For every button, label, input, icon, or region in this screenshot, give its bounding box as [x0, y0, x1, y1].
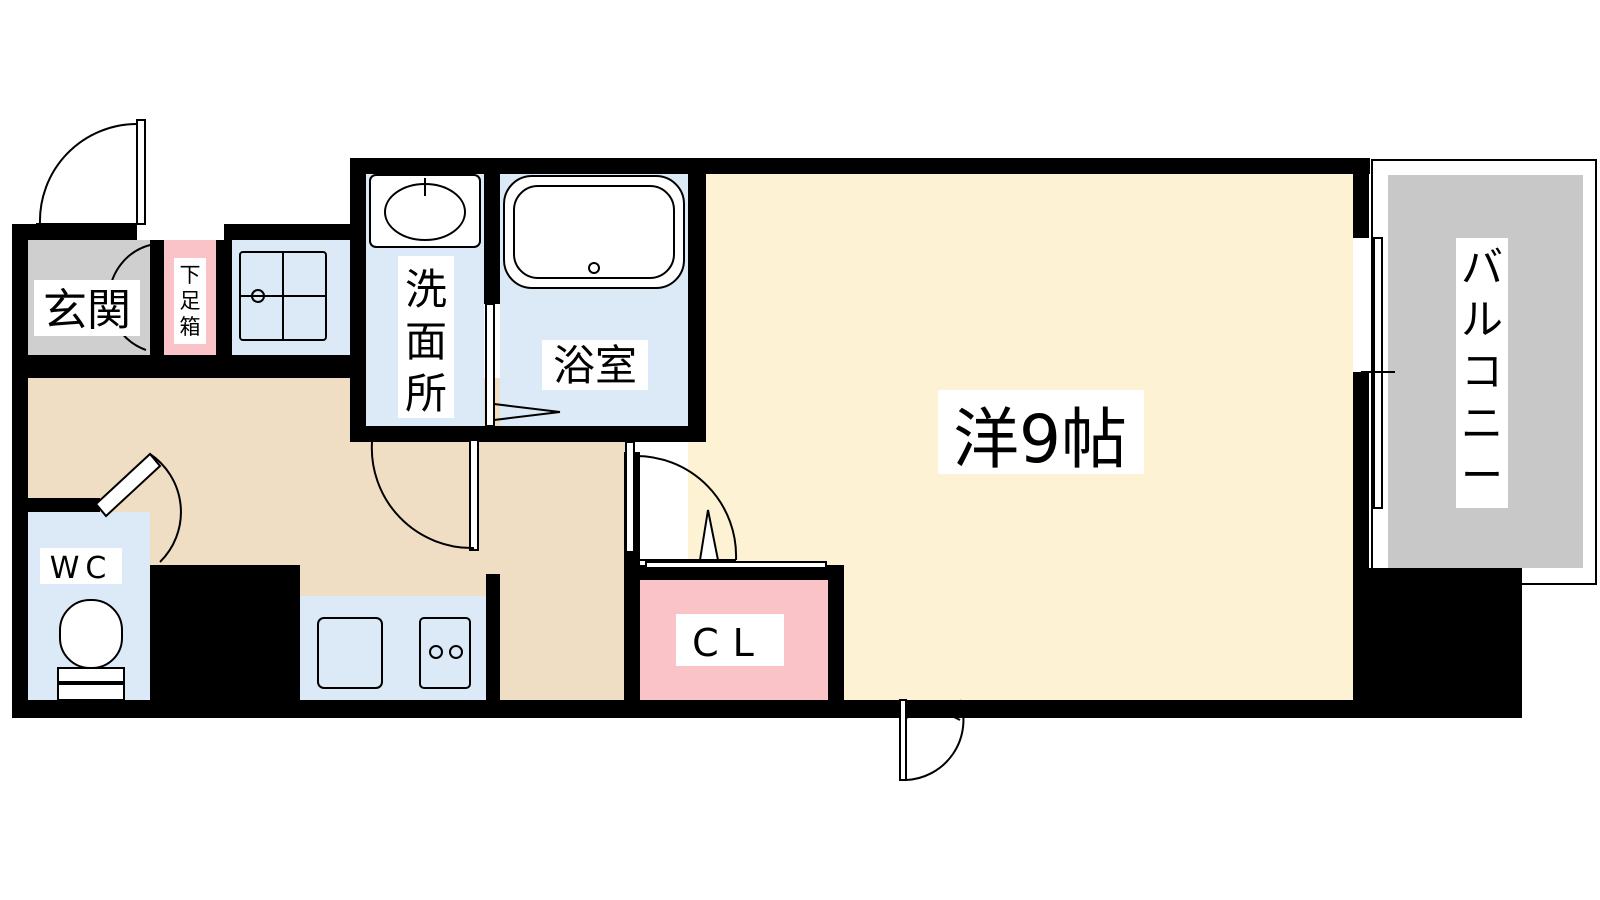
washroom-door[interactable] [370, 439, 479, 551]
bathroom-label: 浴室 [553, 341, 637, 390]
bathroom-door[interactable] [485, 303, 561, 427]
shoe-box-label-2: 足 [180, 289, 201, 313]
laundry-area-floor [232, 240, 352, 355]
balcony-label-group: バ ル コ ニ ー [1456, 238, 1508, 508]
washroom-label-2: 面 [405, 317, 447, 366]
wc-label: WC [50, 551, 113, 586]
balcony-label-2: ル [1461, 295, 1503, 344]
balcony-label-3: コ [1461, 347, 1503, 396]
western-room-label: 洋9帖 [953, 401, 1127, 478]
shoe-box-label-1: 下 [180, 263, 201, 287]
kitchen-sink-icon [317, 617, 383, 689]
kitchen-counter [300, 596, 486, 700]
bathroom-label-group: 浴室 [542, 340, 648, 390]
western-room-label-group: 洋9帖 [938, 390, 1144, 478]
closet-label: CL [692, 621, 768, 665]
balcony-label-1: バ [1461, 243, 1503, 292]
closet-door[interactable] [645, 509, 827, 569]
shoe-box-label-group: 下 足 箱 [174, 258, 206, 344]
sink-icon [369, 174, 481, 248]
bathtub-icon [503, 175, 685, 289]
shoe-box-label-3: 箱 [180, 315, 201, 339]
washroom-label-group: 洗 面 所 [398, 256, 454, 418]
stove-icon [419, 617, 471, 689]
washroom-label-1: 洗 [405, 265, 447, 314]
entry-door[interactable] [36, 119, 146, 225]
laundry-pan-icon [239, 251, 327, 341]
balcony-window [1361, 237, 1395, 509]
wc-door[interactable] [94, 452, 182, 563]
entrance-label-group: 玄関 [34, 280, 140, 336]
balcony-label-4: ニ [1461, 399, 1503, 448]
balcony-label-5: ー [1461, 451, 1503, 500]
closet-label-group: CL [676, 614, 784, 666]
walls [12, 158, 1522, 718]
wc-label-group: WC [40, 548, 122, 586]
entrance-label: 玄関 [43, 285, 131, 336]
washroom-label-3: 所 [405, 369, 447, 418]
small-door[interactable] [899, 699, 965, 781]
toilet-icon [57, 599, 125, 701]
